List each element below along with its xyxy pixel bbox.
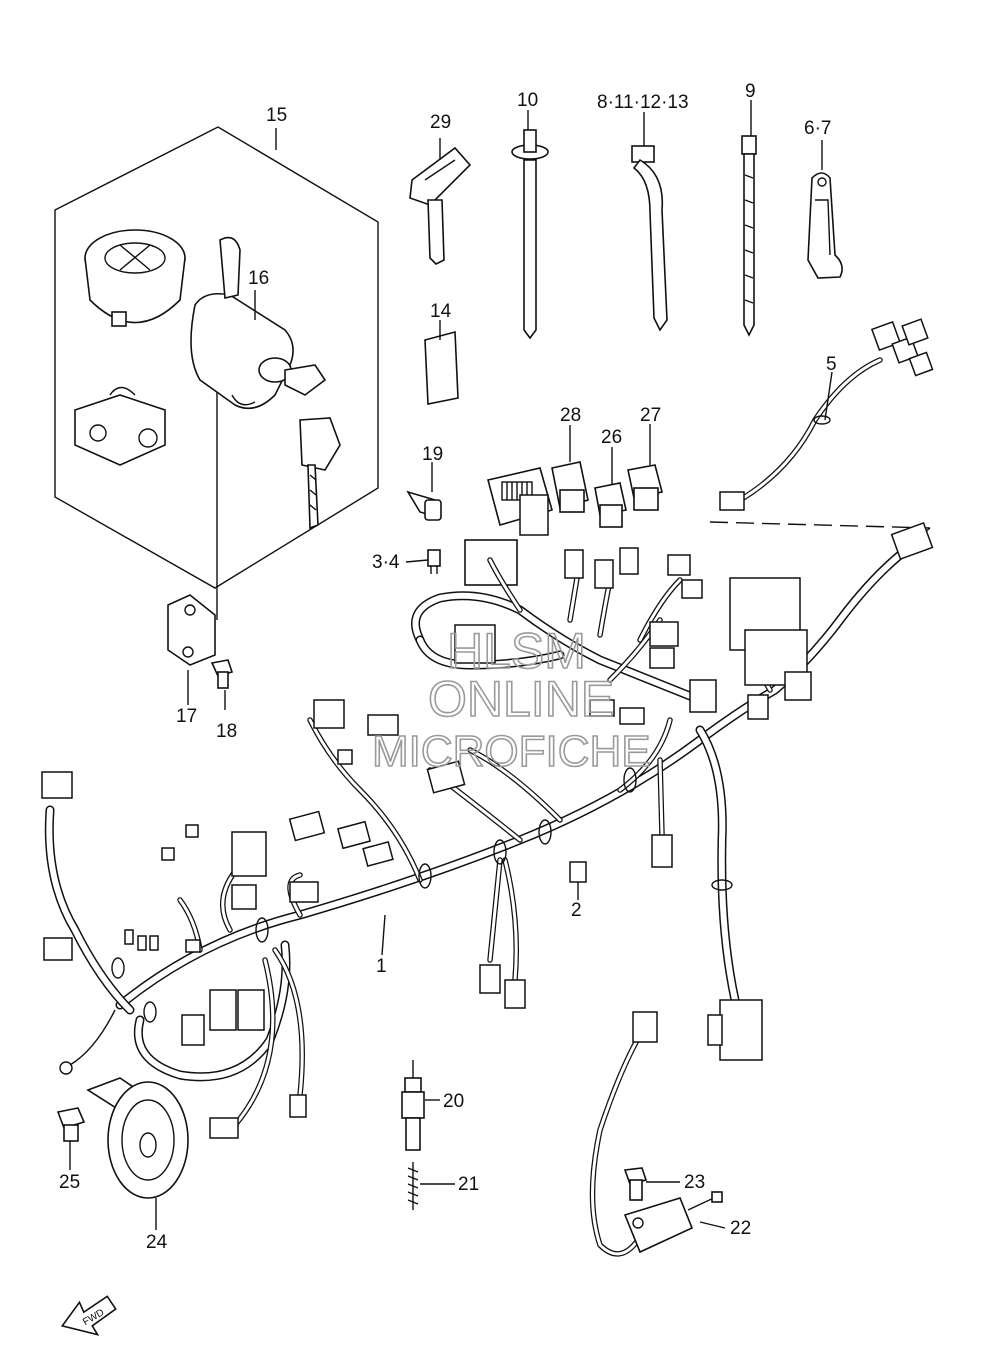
callout-23: 23 (684, 1172, 705, 1193)
callout-19: 19 (422, 444, 443, 465)
callout-5: 5 (826, 354, 837, 375)
fuse (427, 549, 441, 574)
clamp-6-7 (807, 172, 843, 279)
sensor (589, 1011, 723, 1257)
callout-27: 27 (640, 405, 661, 426)
ignition-switch (190, 236, 327, 410)
key-blank (409, 146, 472, 265)
callout-29: 29 (430, 112, 451, 133)
callout-15: 15 (266, 105, 287, 126)
callout-18: 18 (216, 721, 237, 742)
clamp-10 (511, 129, 549, 340)
callout-16: 16 (248, 268, 269, 289)
callout-28: 28 (560, 405, 581, 426)
callout-26: 26 (601, 427, 622, 448)
callout-8-11-12-13: 8·11·12·13 (597, 92, 689, 113)
callout-21: 21 (458, 1174, 479, 1195)
callout-17: 17 (176, 706, 197, 727)
callout-20: 20 (443, 1091, 464, 1112)
horn (86, 1077, 189, 1199)
keys (299, 417, 341, 530)
spring (407, 1162, 419, 1210)
callout-9: 9 (745, 81, 756, 102)
harness-connectors (41, 494, 934, 1139)
bolt-18 (210, 659, 234, 689)
relay-27 (627, 464, 663, 511)
bolt-19 (406, 490, 442, 521)
relay-26 (594, 482, 627, 528)
bolt-25 (56, 1107, 86, 1142)
sub-harness (719, 318, 934, 511)
callout-24: 24 (146, 1232, 168, 1253)
watermark-line-2: ONLINE (428, 671, 614, 727)
leader-lines (69, 100, 833, 1230)
watermark-line-3: MICROFICHE (372, 727, 651, 776)
fuel-cap-lock (84, 229, 186, 327)
fwd-arrow: FWD (60, 1295, 117, 1336)
callouts: 15 16 17 18 29 10 8·11·12·13 9 6·7 14 19… (59, 81, 837, 1253)
callout-10: 10 (517, 90, 538, 111)
watermark: HLSM ONLINE MICROFICHE (371, 622, 651, 777)
callout-1: 1 (376, 956, 387, 977)
seat-lock (74, 386, 166, 466)
bracket (167, 594, 216, 666)
callout-3-4: 3·4 (372, 552, 400, 573)
clamp-8-11-12-13 (631, 145, 668, 332)
neutral-switch (401, 1060, 425, 1151)
callout-14: 14 (430, 301, 452, 322)
label-sticker (424, 330, 459, 405)
ignition-switch-set-box (54, 126, 379, 589)
relay-28 (551, 461, 589, 513)
callout-25: 25 (59, 1172, 80, 1193)
watermark-line-1: HLSM (447, 623, 586, 679)
callout-22: 22 (730, 1218, 751, 1239)
callout-6-7: 6·7 (804, 118, 831, 139)
clamp-9 (741, 135, 757, 337)
callout-2: 2 (571, 900, 582, 921)
bolt-23 (623, 1167, 648, 1201)
